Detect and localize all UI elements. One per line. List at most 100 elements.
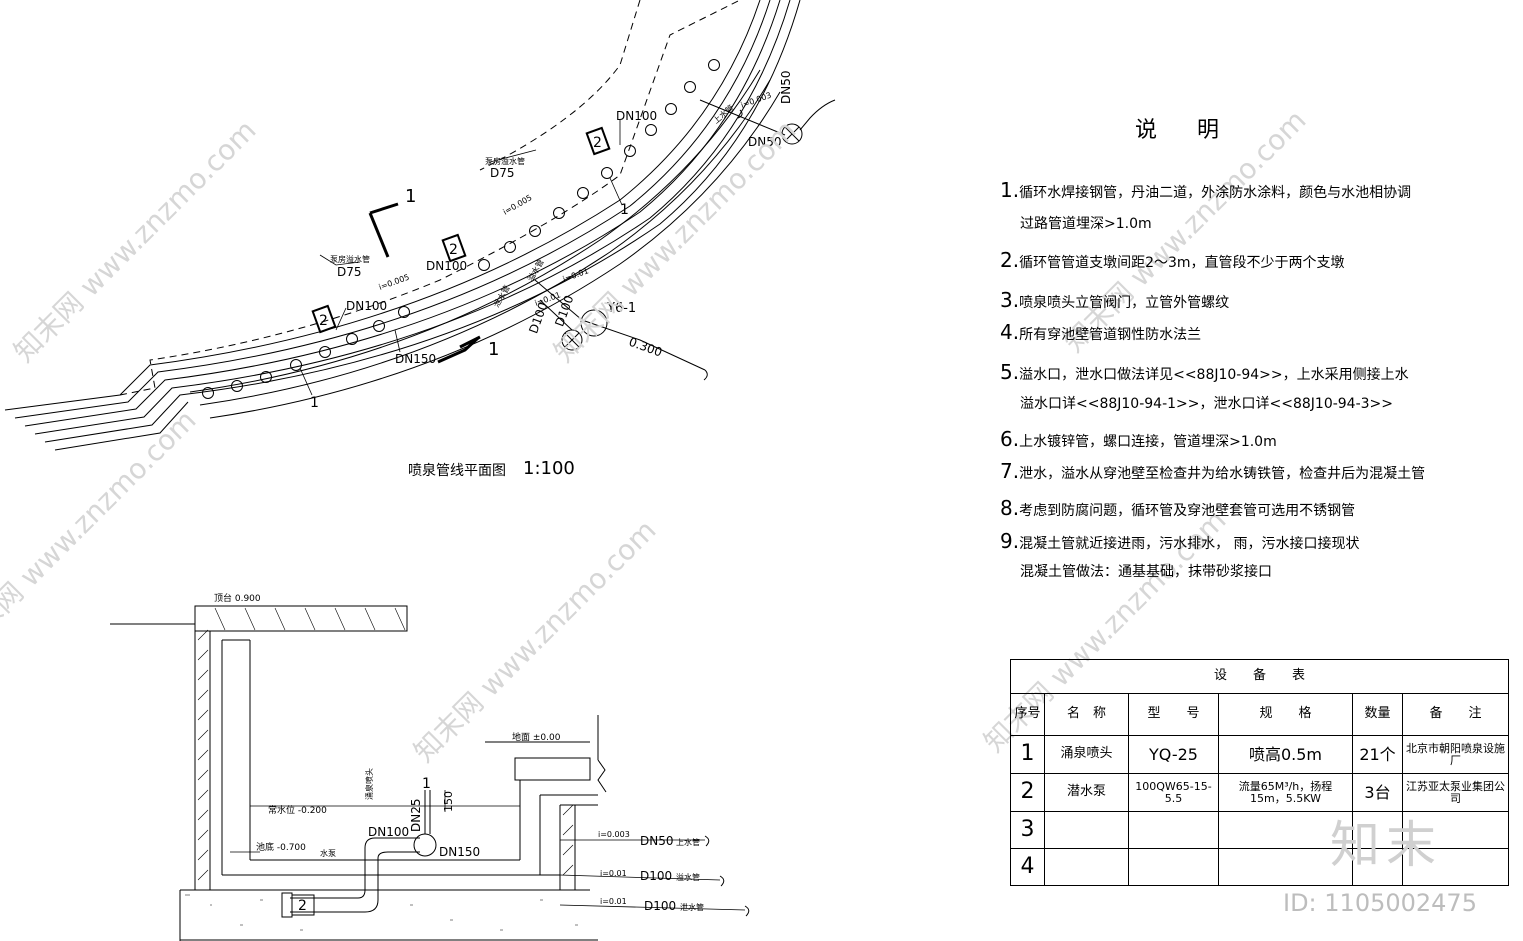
table-cell [1352,811,1403,849]
table-cell: 21个 [1352,735,1403,774]
table-cell [1218,848,1353,886]
section-label-dn25: DN25 [409,799,423,833]
equipment-title: 设 备 表 [1009,659,1510,694]
plan-label-d75-a: D75 [490,166,515,180]
note-line: 过路管道埋深>1.0m [1020,216,1152,232]
table-row: 3 [1010,811,1510,849]
plan-box-2a: 2 [319,313,328,329]
ground-strip [185,894,578,931]
table-row: 2 潜水泵 100QW65-15-5.5 流量65M³/h，扬程15m，5.5K… [1010,773,1510,812]
section-mark-1: 1 [422,776,431,792]
table-cell: 3 [1010,811,1045,849]
table-cell: 北京市朝阳喷泉设施厂 [1401,735,1510,774]
section-pump-label: 水泵 [320,848,336,858]
plan-small-g: 溢水管 [525,257,546,283]
notes-title: 说明 [1135,118,1260,143]
plan-small-c: i=0.005 [502,193,534,217]
pool-outline-plan [4,0,801,451]
note-line: 3.喷泉喷头立管阀门，立管外管螺纹 [1000,288,1230,312]
header-cell: 序号 [1010,693,1045,736]
table-cell: 4 [1010,848,1045,886]
plan-small-b: 泵房溢水管 [330,254,370,264]
note-line: 6.上水镀锌管，螺口连接，管道埋深>1.0m [1000,427,1277,451]
note-line: 4.所有穿池壁管道钢性防水法兰 [1000,320,1202,344]
plan-label-dn50-a: DN50 [748,135,782,149]
plan-label-dn50-b: DN50 [779,71,793,105]
plan-small-d: i=0.005 [378,273,411,292]
note-line: 5.溢水口，泄水口做法详见<<88J10-94>>，上水采用侧接上水 [1000,360,1409,384]
section-head-label: 涌泉喷头 [364,768,374,800]
plan-box-2c: 2 [593,135,602,151]
note-line: 1.循环水焊接钢管，丹油二道，外涂防水涂料，颜色与水池相协调 [1000,178,1412,202]
table-cell: 100QW65-15-5.5 [1128,773,1219,812]
plan-label-dn100-b: DN100 [426,259,467,273]
plan-scale: 1:100 [523,458,575,479]
plan-label-dn100-a: DN100 [616,109,657,123]
hatching [197,607,574,881]
note-line: 9.混凝土管就近接进雨，污水排水， 雨，污水接口接现状 [1000,529,1360,553]
section-label-150: 150 [442,791,455,812]
table-row: 4 [1010,848,1510,886]
section-mark-2: 2 [298,898,307,914]
header-cell: 数量 [1352,693,1403,736]
plan-section-label-b: 1 [488,339,499,360]
leader-lines [299,120,623,396]
table-cell: 喷高0.5m [1218,735,1353,774]
table-cell [1044,848,1129,886]
table-cell: YQ-25 [1128,735,1219,774]
note-line: 7.泄水，溢水从穿池壁至检查井为给水铸铁管，检查井后为混凝土管 [1000,459,1426,483]
section-label-top: 顶台 0.900 [214,592,261,604]
table-cell [1044,811,1129,849]
equipment-table: 设 备 表 序号 名 称 型 号 规 格 数量 备 注 1 涌泉喷头 YQ-25… [1009,659,1510,886]
table-cell: 3台 [1352,773,1403,812]
section-label-dn100: DN100 [368,825,409,839]
table-cell: 江苏亚太泵业集团公司 [1401,773,1510,812]
fountain-heads [202,59,720,399]
section-label-bottom: 池底 -0.700 [256,841,306,853]
plan-mark-1b: 1 [620,202,629,218]
table-cell [1128,848,1219,886]
plan-label-y6: Y6-1 [606,301,636,316]
section-pipe2-slope: i=0.01 [600,869,627,878]
section-walls [110,605,607,941]
header-cell: 备 注 [1401,693,1510,736]
note-line: 8.考虑到防腐问题，循环管及穿池壁套管可选用不锈钢管 [1000,496,1356,520]
section-pipe1-dn50: DN50 [640,834,674,848]
note-line: 混凝土管做法：通基基础，抹带砂浆接口 [1020,564,1272,580]
section-pipe1-text: 上水管 [676,837,700,847]
table-cell [1128,811,1219,849]
table-cell: 1 [1010,735,1045,774]
header-cell: 名 称 [1044,693,1129,736]
table-cell: 潜水泵 [1044,773,1129,812]
plan-title: 喷泉管线平面图 [408,463,506,479]
plan-small-h: 泄水管 [491,283,512,309]
note-line: 溢水口详<<88J10-94-1>>，泄水口详<<88J10-94-3>> [1020,396,1394,412]
watermark-id: ID: 1105002475 [1283,889,1477,917]
plan-mark-1a: 1 [310,395,319,411]
section-pipe3-text: 泄水管 [680,902,704,912]
plan-label-dn100-c: DN100 [346,299,387,313]
table-cell [1401,848,1510,886]
section-label-dn150: DN150 [439,845,480,859]
plan-label-dn150: DN150 [395,352,436,366]
table-cell: 涌泉喷头 [1044,735,1129,774]
section-pipe [281,790,750,918]
pump-markers [311,126,611,334]
table-row: 1 涌泉喷头 YQ-25 喷高0.5m 21个 北京市朝阳喷泉设施厂 [1010,735,1510,774]
watermark-logo: 知末 [1330,816,1442,874]
plan-small-a: 泵房溢水管 [485,156,525,166]
section-pipe2-d100: D100 [640,869,672,883]
header-cell: 规 格 [1218,693,1353,736]
water-level [230,805,520,853]
header-cell: 型 号 [1128,693,1219,736]
note-line: 2.循环管管道支墩间距2～3m，直管段不少于两个支墩 [1000,248,1345,272]
supply-pipes [534,99,836,381]
table-cell: 2 [1010,773,1045,812]
plan-label-d75-b: D75 [337,265,362,279]
section-pipe1-slope: i=0.003 [598,830,630,839]
section-pipe2-text: 溢水管 [676,872,700,882]
section-label-water: 常水位 -0.200 [268,804,327,816]
section-marks [368,202,481,364]
section-label-ground: 地面 ±0.00 [512,731,561,743]
plan-section-label-a: 1 [405,186,416,207]
